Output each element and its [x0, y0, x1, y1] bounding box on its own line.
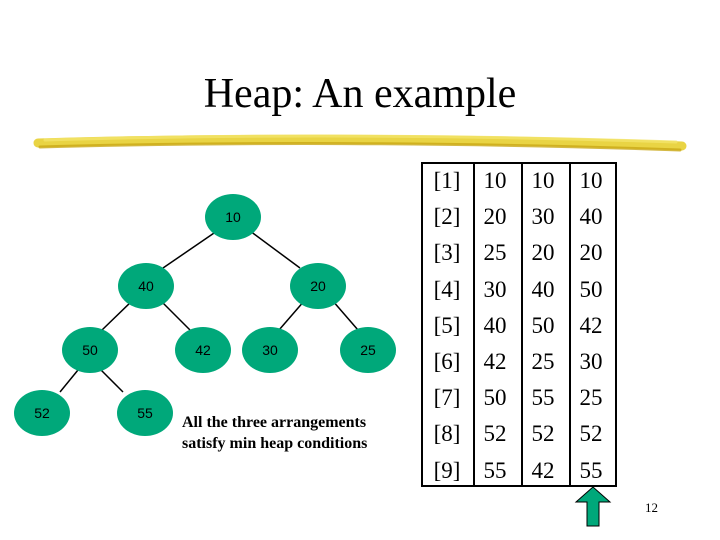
title-underline: [33, 134, 687, 152]
table-value-cell: 10: [579, 168, 603, 193]
heap-node: 40: [118, 263, 174, 309]
table-value-cell: 40: [579, 204, 603, 230]
table-index-cell: [5]: [433, 312, 461, 338]
table-index-cell: [6]: [433, 349, 461, 374]
table-index-cell: [9]: [433, 457, 461, 483]
table-value-cell: 55: [579, 457, 603, 483]
table-index-cell: [8]: [433, 421, 461, 447]
table-value-cell: 42: [483, 349, 507, 374]
table-value-cell: 25: [483, 240, 507, 266]
slide-title: Heap: An example: [203, 71, 517, 117]
table-value-cell: 40: [483, 312, 507, 338]
table-divider: [569, 164, 571, 485]
table-value-cell: 52: [531, 421, 555, 447]
table-value-cell: 50: [579, 276, 603, 302]
heap-node: 42: [175, 327, 231, 373]
table-value-cell: 30: [579, 349, 603, 374]
table-value-cell: 10: [483, 168, 507, 193]
table-value-cell: 40: [531, 276, 555, 302]
table-index-cell: [4]: [433, 276, 461, 302]
table-value-cell: 55: [531, 385, 555, 411]
table-value-cell: 20: [531, 240, 555, 266]
table-value-cell: 25: [579, 385, 603, 411]
heap-node: 20: [290, 263, 346, 309]
table-index-cell: [7]: [433, 385, 461, 411]
table-value-cell: 20: [579, 240, 603, 266]
table-index-cell: [2]: [433, 204, 461, 230]
heap-node: 52: [14, 390, 70, 436]
heap-node: 30: [242, 327, 298, 373]
heap-node: 25: [340, 327, 396, 373]
table-value-cell: 55: [483, 457, 507, 483]
table-value-cell: 52: [579, 421, 603, 447]
caption-line: All the three arrangements: [182, 414, 367, 431]
caption-line: satisfy min heap conditions: [182, 435, 368, 452]
heap-node: 50: [62, 327, 118, 373]
table-value-cell: 50: [531, 312, 555, 338]
table-value-cell: 42: [531, 457, 555, 483]
heap-node: 10: [205, 194, 261, 240]
table-index-cell: [1]: [433, 168, 461, 193]
caption: All the three arrangements satisfy min h…: [182, 412, 367, 454]
heap-node: 55: [117, 390, 173, 436]
slide-number: 12: [645, 500, 658, 515]
table-value-cell: 30: [531, 204, 555, 230]
heap-array-table: [421, 162, 617, 487]
table-value-cell: 52: [483, 421, 507, 447]
table-value-cell: 30: [483, 276, 507, 302]
tree-edges: [59, 230, 359, 393]
table-value-cell: 25: [531, 349, 555, 374]
table-value-cell: 10: [531, 168, 555, 193]
table-divider: [521, 164, 523, 485]
table-divider: [473, 164, 475, 485]
table-value-cell: 20: [483, 204, 507, 230]
table-index-cell: [3]: [433, 240, 461, 266]
table-value-cell: 42: [579, 312, 603, 338]
table-value-cell: 50: [483, 385, 507, 411]
